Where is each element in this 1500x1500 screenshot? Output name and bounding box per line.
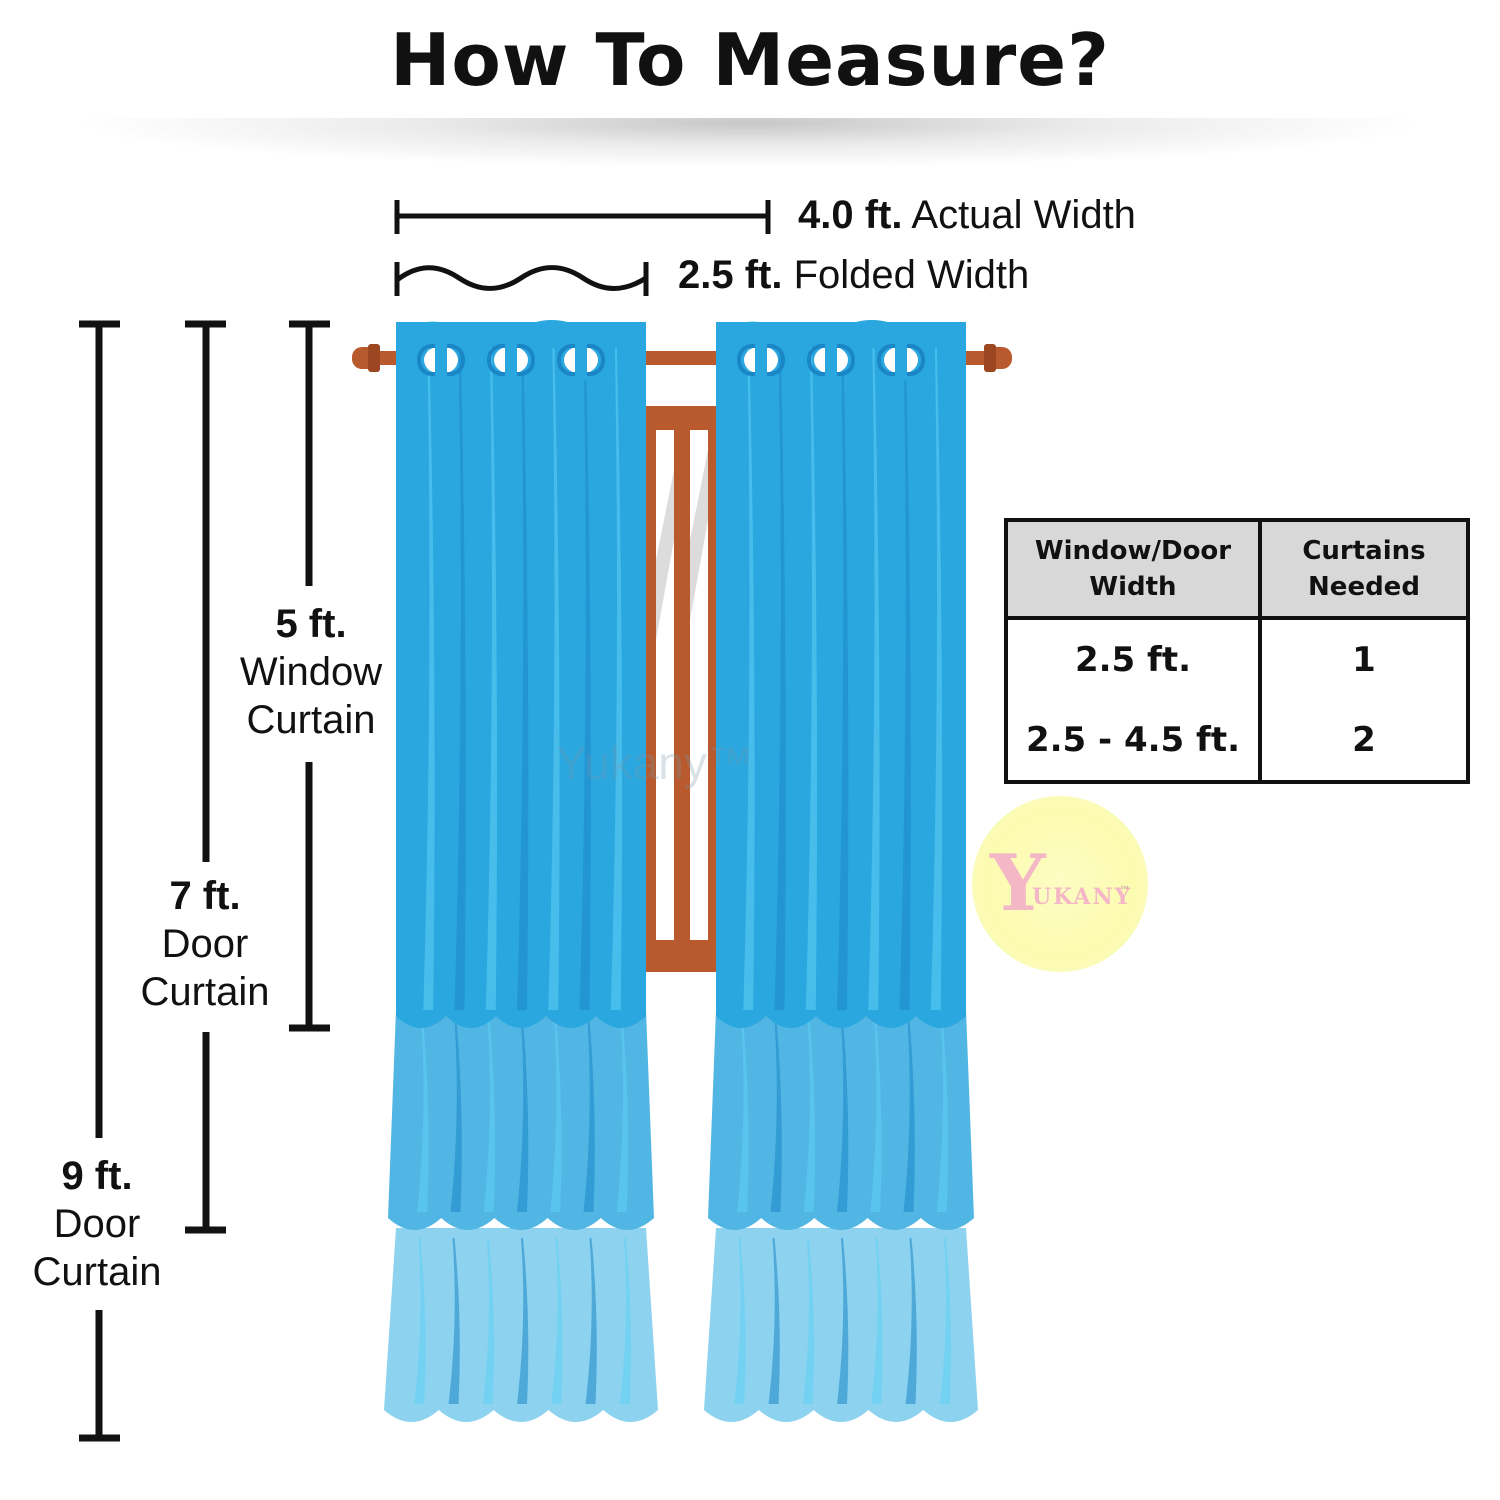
window-frame (646, 406, 716, 972)
title-shadow (70, 118, 1430, 168)
grommet (487, 340, 535, 380)
grommet (877, 340, 925, 380)
door-curtain-9ft-height-label: 9 ft. Door Curtain (12, 1152, 182, 1296)
height-dimension-5ft (289, 320, 330, 1032)
door-curtain-7ft-height-label: 7 ft. Door Curtain (120, 872, 290, 1016)
height-dimension-7ft (185, 320, 226, 1234)
grommet (557, 340, 605, 380)
actual-width-dimension (394, 200, 771, 234)
table-row: 2.5 - 4.5 ft. 2 (1004, 700, 1470, 782)
curtain-tier-bottom (384, 1228, 658, 1422)
height-dimension-9ft (79, 320, 120, 1442)
curtain-tier-bottom (704, 1228, 978, 1422)
watermark-text: Yukany™ (556, 737, 753, 789)
table-cell-width: 2.5 ft. (1004, 618, 1262, 700)
curtain-tier-middle (708, 1010, 974, 1230)
table-row: 2.5 ft. 1 (1004, 618, 1470, 700)
grommet (417, 340, 465, 380)
curtain-tier-middle (388, 1010, 654, 1230)
curtain-tier-top (396, 322, 646, 1028)
grommet (807, 340, 855, 380)
table-cell-count: 2 (1258, 700, 1470, 782)
right-curtain (704, 320, 978, 1422)
grommet (737, 340, 785, 380)
logo-initial: Y (990, 838, 1046, 929)
page-title: How To Measure? (390, 18, 1110, 102)
left-curtain (384, 320, 658, 1422)
table-cell-count: 1 (1258, 618, 1470, 700)
window-curtain-height-label: 5 ft. Window Curtain (226, 600, 396, 744)
actual-width-label: 4.0 ft. Actual Width (798, 193, 1136, 237)
logo-trademark: ™ (1120, 884, 1129, 894)
curtain-header (716, 320, 966, 380)
curtain-header (396, 320, 646, 380)
curtain-tier-top (716, 322, 966, 1028)
brand-logo: Y UKANY ™ (972, 796, 1148, 972)
table-cell-width: 2.5 - 4.5 ft. (1004, 700, 1262, 782)
folded-width-label: 2.5 ft. Folded Width (678, 253, 1030, 297)
logo-text: UKANY (1032, 884, 1133, 910)
folded-width-dimension (394, 262, 649, 296)
